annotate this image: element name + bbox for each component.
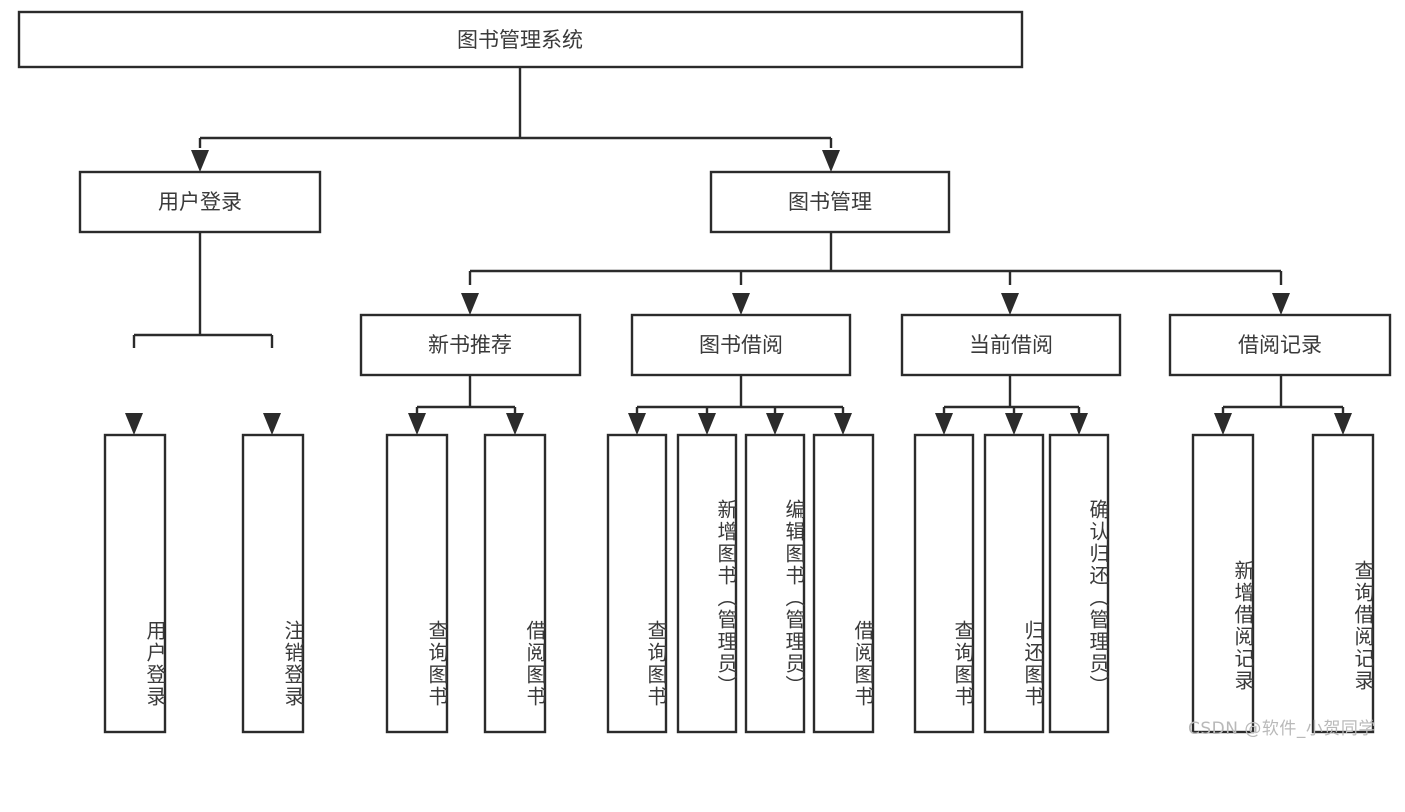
node-book-manage[interactable]: 图书管理 xyxy=(709,170,951,234)
node-new-book-rec-label: 新书推荐 xyxy=(428,333,512,357)
node-leaf-add-book-admin[interactable] xyxy=(676,433,738,734)
node-book-borrow-label: 图书借阅 xyxy=(699,333,783,357)
node-leaf-borrow-book[interactable] xyxy=(812,433,875,734)
node-leaf-query-borrow-record[interactable] xyxy=(1311,433,1375,734)
node-borrow-record[interactable]: 借阅记录 xyxy=(1168,313,1392,377)
node-leaf-query-book-borrow[interactable] xyxy=(606,433,668,734)
connector-book-manage-to-level3 xyxy=(461,232,1290,315)
connector-current-borrow-to-leaves xyxy=(935,375,1088,435)
node-user-login-label: 用户登录 xyxy=(158,190,242,214)
node-leaf-logout-login[interactable] xyxy=(241,433,305,734)
node-leaf-borrow-book-rec[interactable] xyxy=(483,433,547,734)
node-leaf-add-borrow-record[interactable] xyxy=(1191,433,1255,734)
node-book-manage-label: 图书管理 xyxy=(788,190,872,214)
node-current-borrow-label: 当前借阅 xyxy=(969,333,1053,357)
csdn-watermark: CSDN @软件_小贺同学 xyxy=(1188,719,1376,739)
node-root[interactable]: 图书管理系统 xyxy=(17,10,1024,69)
node-leaf-return-book[interactable] xyxy=(983,433,1045,734)
node-book-borrow[interactable]: 图书借阅 xyxy=(630,313,852,377)
node-user-login[interactable]: 用户登录 xyxy=(78,170,322,234)
node-current-borrow[interactable]: 当前借阅 xyxy=(900,313,1122,377)
node-leaf-user-login[interactable] xyxy=(103,433,167,734)
connector-book-borrow-to-leaves xyxy=(628,375,852,435)
connector-borrow-record-to-leaves xyxy=(1214,375,1352,435)
node-borrow-record-label: 借阅记录 xyxy=(1238,333,1322,357)
node-leaf-edit-book-admin[interactable] xyxy=(744,433,806,734)
diagram-canvas: 图书管理系统 用户登录 图书管理 新书推荐 图书借阅 当前借阅 借阅记录 xyxy=(17,10,1392,739)
node-leaf-confirm-return-admin[interactable] xyxy=(1048,433,1110,734)
node-new-book-rec[interactable]: 新书推荐 xyxy=(359,313,582,377)
connector-new-book-rec-to-leaves xyxy=(408,375,524,435)
connector-root-to-level2 xyxy=(191,67,840,172)
node-leaf-query-book-current[interactable] xyxy=(913,433,975,734)
connector-user-login-to-leaves xyxy=(125,232,281,435)
flowchart-svg: 图书管理系统 用户登录 图书管理 新书推荐 图书借阅 当前借阅 借阅记录 xyxy=(17,10,1392,734)
node-leaf-query-book-rec[interactable] xyxy=(385,433,449,734)
node-root-label: 图书管理系统 xyxy=(457,28,583,52)
